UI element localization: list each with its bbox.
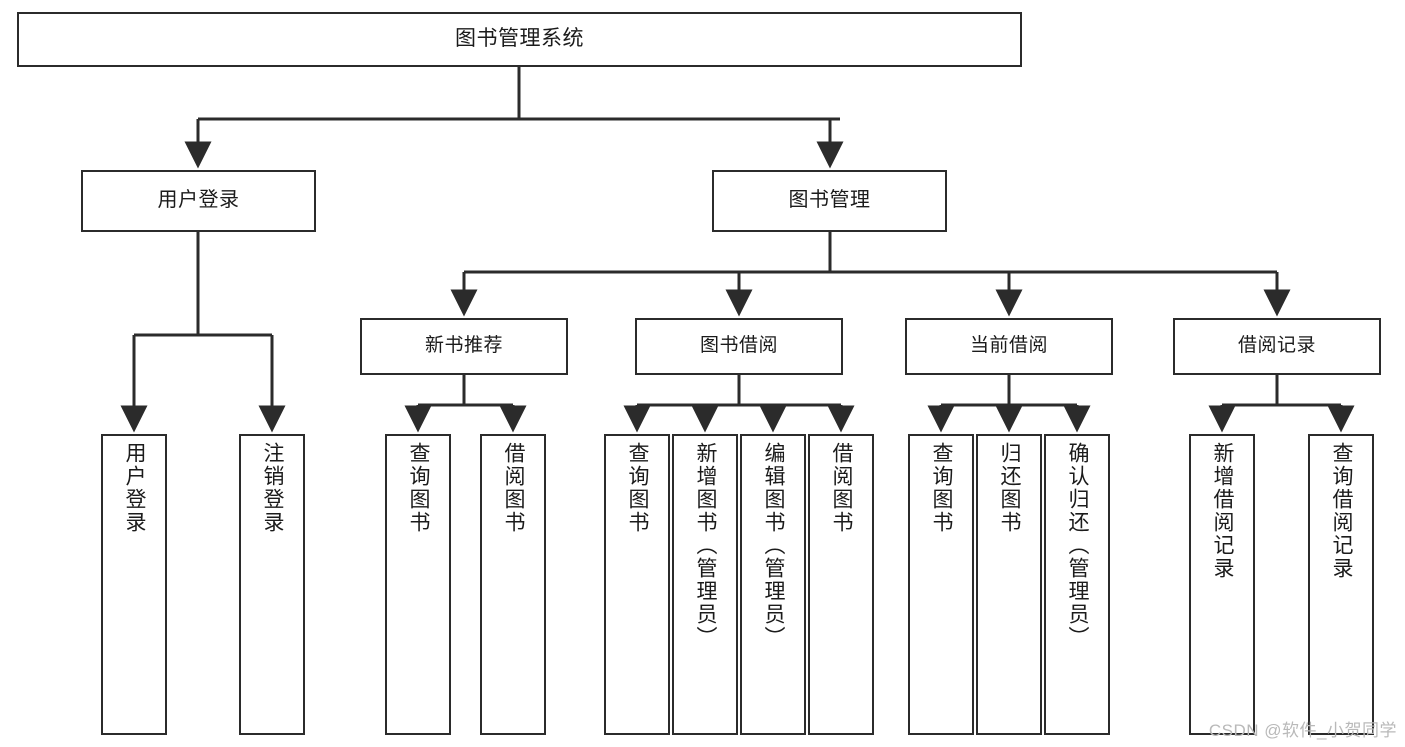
node-label: 用户登录 — [157, 189, 240, 212]
node-label: 用户登录 — [123, 442, 147, 534]
node-label: 编辑图书（管理员） — [762, 442, 786, 649]
node-label: 查询图书 — [626, 442, 650, 534]
watermark: CSDN @软件_小贺同学 — [1208, 721, 1397, 740]
leaf-confirm-return-admin[interactable]: 确认归还（管理员） — [1044, 434, 1110, 735]
node-current-borrowing[interactable]: 当前借阅 — [905, 318, 1113, 375]
node-label: 图书管理系统 — [455, 27, 584, 51]
node-label: 新书推荐 — [424, 335, 503, 357]
leaf-borrow-book-recommendation[interactable]: 借阅图书 — [480, 434, 546, 735]
node-label: 图书借阅 — [699, 335, 778, 357]
leaf-return-book[interactable]: 归还图书 — [976, 434, 1042, 735]
node-label: 查询借阅记录 — [1330, 442, 1354, 580]
node-label: 查询图书 — [930, 442, 954, 534]
leaf-query-borrowing-record[interactable]: 查询借阅记录 — [1308, 434, 1374, 735]
leaf-logout[interactable]: 注销登录 — [239, 434, 305, 735]
node-label: 查询图书 — [407, 442, 431, 534]
leaf-query-book-current[interactable]: 查询图书 — [908, 434, 974, 735]
leaf-add-borrowing-record[interactable]: 新增借阅记录 — [1189, 434, 1255, 735]
node-root-book-management-system[interactable]: 图书管理系统 — [17, 12, 1022, 67]
node-label: 借阅图书 — [502, 442, 526, 534]
node-label: 借阅记录 — [1237, 335, 1316, 357]
node-label: 确认归还（管理员） — [1066, 442, 1090, 649]
node-book-management[interactable]: 图书管理 — [712, 170, 947, 232]
leaf-user-login[interactable]: 用户登录 — [101, 434, 167, 735]
node-user-login[interactable]: 用户登录 — [81, 170, 316, 232]
node-label: 归还图书 — [998, 442, 1022, 534]
leaf-borrow-book[interactable]: 借阅图书 — [808, 434, 874, 735]
node-label: 当前借阅 — [969, 335, 1048, 357]
node-label: 新增图书（管理员） — [694, 442, 718, 649]
node-label: 借阅图书 — [830, 442, 854, 534]
leaf-add-book-admin[interactable]: 新增图书（管理员） — [672, 434, 738, 735]
node-book-borrowing[interactable]: 图书借阅 — [635, 318, 843, 375]
node-label: 图书管理 — [788, 189, 871, 212]
leaf-query-book-borrowing[interactable]: 查询图书 — [604, 434, 670, 735]
node-label: 新增借阅记录 — [1211, 442, 1235, 580]
node-new-book-recommendation[interactable]: 新书推荐 — [360, 318, 568, 375]
node-borrowing-records[interactable]: 借阅记录 — [1173, 318, 1381, 375]
leaf-edit-book-admin[interactable]: 编辑图书（管理员） — [740, 434, 806, 735]
node-label: 注销登录 — [261, 442, 285, 534]
leaf-query-book-recommendation[interactable]: 查询图书 — [385, 434, 451, 735]
